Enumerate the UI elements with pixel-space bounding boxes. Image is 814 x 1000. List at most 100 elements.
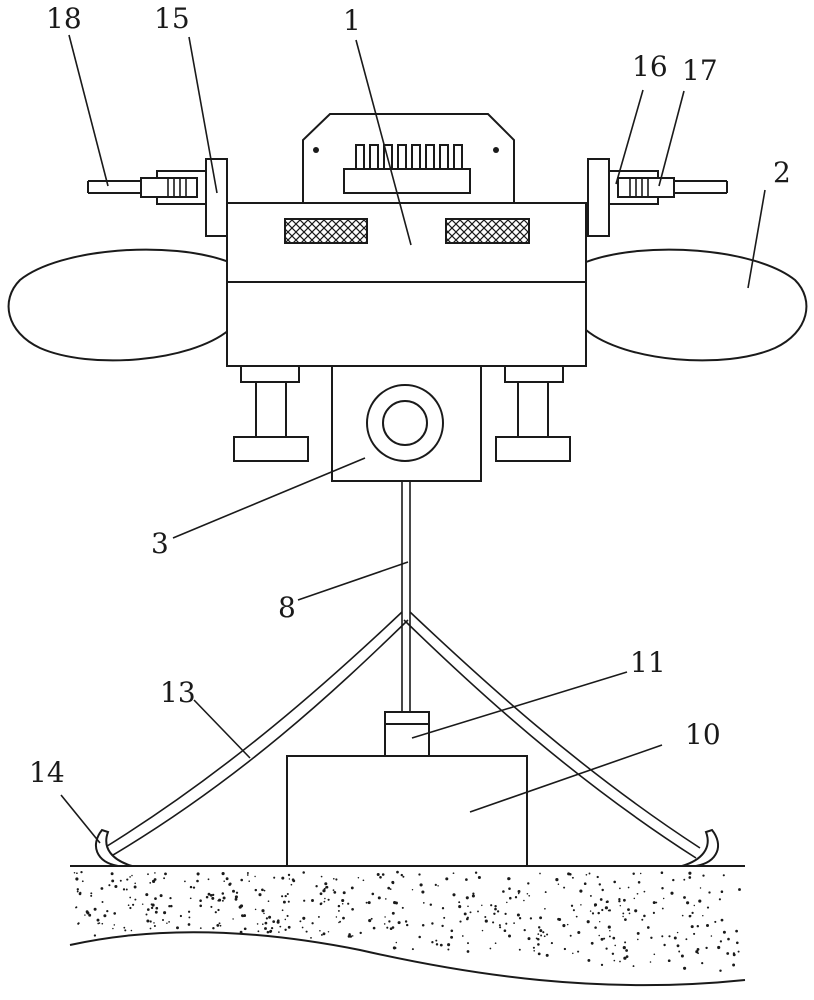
soil-speck: [397, 921, 401, 925]
soil-speck: [619, 960, 621, 963]
label-8: 8: [278, 591, 296, 624]
soil-speck: [113, 912, 117, 915]
soil-speck: [686, 901, 690, 905]
soil-speck: [347, 902, 350, 905]
soil-speck: [311, 899, 314, 902]
soil-speck: [619, 887, 621, 890]
soil-speck: [539, 916, 543, 920]
soil-speck: [263, 912, 265, 915]
soil-speck: [458, 901, 461, 904]
soil-speck: [163, 877, 166, 880]
soil-speck: [338, 921, 340, 924]
soil-speck: [254, 908, 257, 911]
soil-speck: [281, 876, 285, 880]
camera-lens-inner: [382, 400, 428, 446]
soil-speck: [646, 926, 650, 929]
soil-speck: [601, 908, 604, 912]
soil-speck: [655, 901, 658, 904]
soil-speck: [388, 920, 391, 923]
soil-speck: [722, 874, 725, 877]
soil-speck: [196, 872, 200, 876]
soil-speck: [701, 962, 704, 965]
soil-speck: [499, 926, 502, 929]
soil-speck: [670, 891, 674, 895]
soil-speck: [266, 930, 270, 934]
soil-speck: [599, 921, 601, 923]
soil-speck: [720, 918, 724, 922]
soil-speck: [643, 914, 646, 918]
soil-speck: [232, 918, 234, 920]
soil-speck: [575, 915, 578, 918]
soil-speck: [537, 952, 541, 956]
soil-speck: [431, 941, 434, 944]
soil-speck: [103, 914, 107, 918]
soil-speck: [384, 916, 386, 918]
soil-speck: [466, 950, 470, 953]
soil-speck: [145, 913, 148, 916]
soil-speck: [149, 920, 152, 923]
soil-speck: [77, 922, 80, 925]
soil-speck: [484, 919, 488, 923]
soil-speck: [652, 901, 656, 905]
soil-speck: [342, 916, 345, 920]
soil-speck: [221, 872, 225, 876]
soil-speck: [624, 918, 627, 921]
soil-speck: [332, 877, 335, 880]
soil-speck: [347, 935, 351, 938]
soil-speck: [278, 931, 280, 933]
soil-speck: [268, 915, 272, 919]
soil-speck: [597, 911, 600, 915]
soil-speck: [246, 872, 249, 874]
soil-speck: [96, 918, 100, 922]
soil-speck: [75, 877, 79, 881]
soil-speck: [131, 874, 133, 877]
soil-speck: [179, 914, 182, 918]
soil-speck: [164, 911, 166, 914]
soil-speck: [533, 950, 535, 952]
soil-speck: [537, 926, 541, 929]
soil-speck: [225, 877, 229, 881]
left-ground-hook: [94, 828, 133, 867]
soil-speck: [563, 886, 566, 889]
soil-speck: [625, 949, 628, 952]
soil-speck: [689, 914, 692, 917]
soil-speck: [550, 942, 553, 945]
soil-speck: [544, 907, 546, 910]
soil-speck: [529, 917, 533, 920]
soil-speck: [683, 878, 686, 881]
soil-speck: [649, 961, 652, 963]
soil-speck: [396, 870, 399, 874]
soil-speck: [469, 911, 472, 914]
soil-speck: [241, 914, 244, 917]
soil-speck: [205, 895, 209, 899]
soil-speck: [702, 914, 704, 917]
soil-speck: [381, 873, 385, 876]
soil-speck: [387, 886, 391, 890]
soil-speck: [600, 937, 604, 941]
soil-speck: [341, 898, 345, 903]
vent-left: [284, 218, 368, 244]
soil-speck: [311, 922, 314, 925]
soil-speck: [187, 923, 191, 926]
soil-speck: [287, 900, 290, 903]
soil-speck: [222, 896, 226, 900]
soil-speck: [129, 906, 132, 910]
soil-speck: [702, 874, 705, 877]
soil-speck: [681, 914, 684, 917]
soil-speck: [341, 902, 344, 905]
soil-speck: [229, 882, 232, 886]
soil-speck: [586, 920, 590, 924]
soil-speck: [351, 935, 354, 937]
soil-speck: [155, 906, 159, 910]
label-18: 18: [46, 2, 82, 35]
soil-speck: [389, 927, 393, 930]
soil-speck: [100, 887, 104, 890]
soil-speck: [187, 910, 191, 913]
label-10: 10: [685, 718, 721, 751]
soil-speck: [696, 948, 700, 951]
soil-speck: [600, 963, 604, 967]
soil-speck: [732, 963, 736, 967]
soil-speck: [370, 917, 373, 920]
soil-speck: [150, 906, 154, 910]
